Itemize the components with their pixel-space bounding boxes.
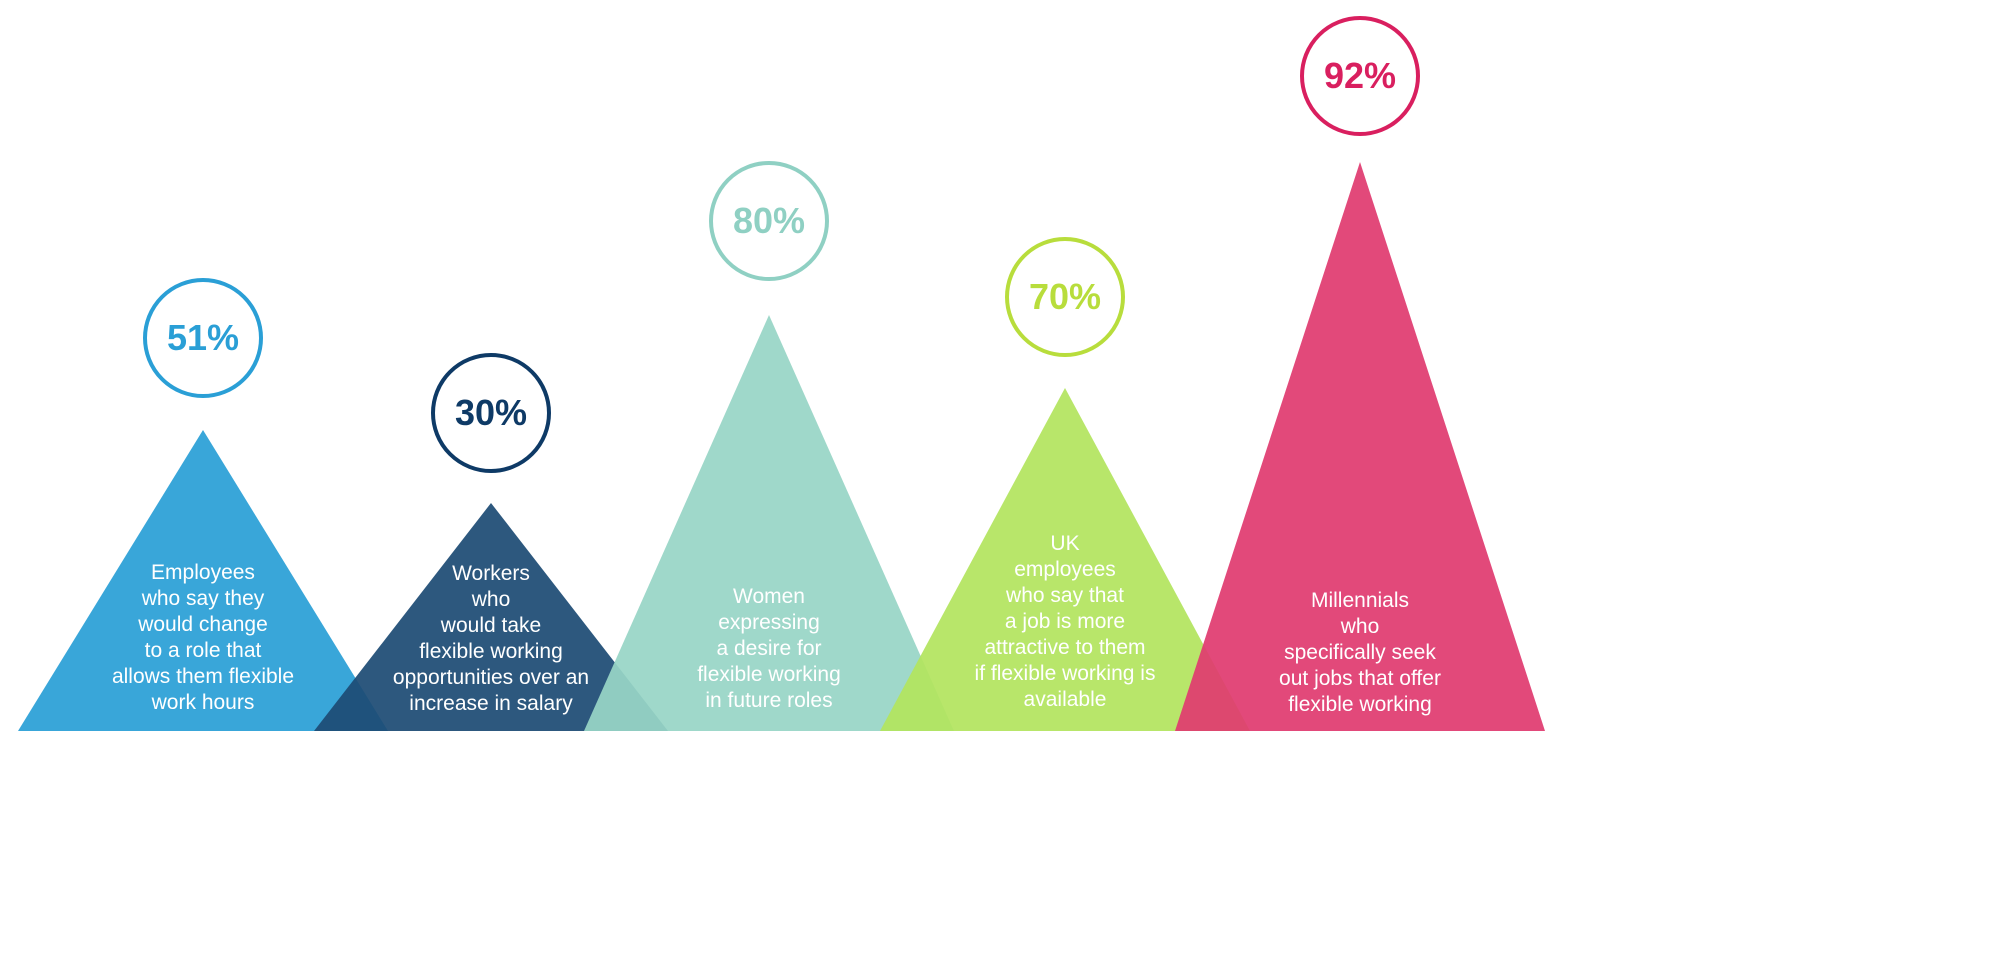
category-label-line: who say they — [141, 587, 265, 610]
category-label-line: Millennials — [1310, 589, 1410, 612]
category-label-line: would change — [138, 613, 268, 636]
category-label-line: employees — [1014, 558, 1116, 581]
value-circle — [431, 353, 551, 473]
category-label-line: expressing — [718, 611, 820, 634]
category-label-line: flexible working — [697, 663, 841, 686]
category-label: Workers who would take flexible working oppo… — [341, 561, 641, 717]
category-label-line: a desire for — [716, 637, 822, 660]
category-label: Employees who say they would change to a ro… — [53, 560, 353, 716]
category-label-line: to a role that — [144, 639, 262, 662]
value-circle — [709, 161, 829, 281]
value-circle — [1300, 16, 1420, 136]
category-label-line: available — [1023, 688, 1107, 711]
category-label-line: work hours — [151, 691, 255, 714]
category-label-line: if flexible working is — [974, 662, 1156, 685]
category-label: UK employees who say that a job is more attr… — [915, 531, 1215, 713]
category-label-line: who — [471, 588, 511, 611]
category-label-line: in future roles — [705, 689, 833, 712]
category-label-line: Workers — [452, 562, 530, 585]
category-label-line: Employees — [151, 561, 255, 584]
triangle-bar — [314, 503, 668, 731]
value-label: 51% — [166, 317, 240, 358]
value-circle — [143, 278, 263, 398]
category-label-line: would take — [440, 614, 542, 637]
value-label: 70% — [1028, 276, 1102, 317]
category-label-line: who say that — [1006, 584, 1124, 607]
category-label-line: allows them flexible — [111, 665, 295, 688]
value-circle — [1005, 237, 1125, 357]
triangle-bar — [1175, 162, 1545, 731]
triangle-bar — [584, 315, 954, 731]
category-label-line: specifically seek — [1284, 641, 1436, 664]
category-label-line: increase in salary — [409, 692, 573, 715]
category-label-line: who — [1340, 615, 1380, 638]
category-label-line: attractive to them — [984, 636, 1146, 659]
category-label: Women expressing a desire for flexible work… — [619, 584, 919, 714]
category-label: Millennials who specifically seek out jobs … — [1210, 588, 1510, 718]
category-label-line: flexible working — [1288, 693, 1432, 716]
category-label-line: flexible working — [419, 640, 563, 663]
value-label: 30% — [454, 392, 528, 433]
value-label: 92% — [1323, 55, 1397, 96]
triangle-bar — [18, 430, 388, 731]
category-label-line: Women — [733, 585, 805, 608]
value-label: 80% — [732, 200, 806, 241]
triangle-bar — [880, 388, 1250, 731]
category-label-line: UK — [1050, 532, 1080, 555]
category-label-line: a job is more — [1004, 610, 1126, 633]
category-label-line: out jobs that offer — [1279, 667, 1441, 690]
category-label-line: opportunities over an — [392, 666, 590, 689]
